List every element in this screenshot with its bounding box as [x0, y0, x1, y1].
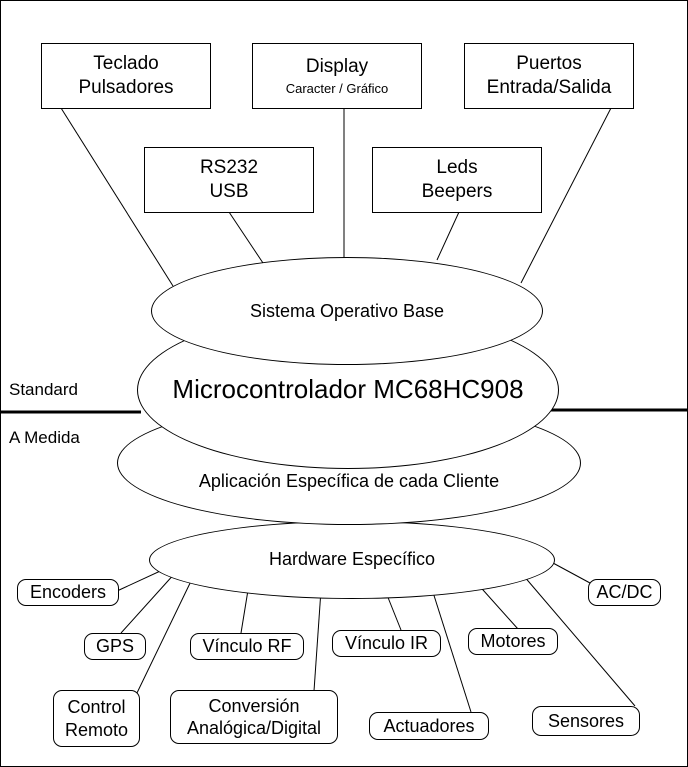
- leds-label-2: Beepers: [421, 181, 493, 202]
- hardware-especifico-label: Hardware Específico: [268, 548, 436, 569]
- teclado-label-2: Pulsadores: [78, 77, 174, 98]
- teclado-label-1: Teclado: [93, 53, 159, 75]
- rs232-label-1: RS232: [199, 157, 259, 179]
- control-remoto-label-2: Remoto: [64, 719, 129, 740]
- vinculo-ir-label: Vínculo IR: [344, 633, 429, 654]
- conversion-label-1: Conversión: [208, 695, 300, 716]
- hardware-especifico-ellipse: Hardware Específico: [149, 521, 555, 599]
- motores-label: Motores: [480, 631, 546, 652]
- puertos-label-2: Entrada/Salida: [486, 77, 612, 98]
- conversion-label-2: Analógica/Digital: [186, 718, 322, 738]
- motores-box: Motores: [468, 628, 558, 655]
- connector-teclado: [60, 107, 174, 287]
- leds-box: Leds Beepers: [372, 147, 542, 213]
- encoders-label: Encoders: [29, 582, 107, 603]
- standard-label: Standard: [9, 380, 78, 399]
- display-sublabel: Caracter / Gráfico: [285, 81, 389, 97]
- teclado-box: Teclado Pulsadores: [41, 43, 211, 109]
- connector-gps: [120, 571, 177, 634]
- vinculo-rf-label: Vínculo RF: [202, 636, 292, 657]
- gps-box: GPS: [84, 633, 146, 660]
- sistema-operativo-ellipse: Sistema Operativo Base: [151, 257, 543, 365]
- connector-conversion: [313, 589, 322, 692]
- conversion-box: Conversión Analógica/Digital: [170, 690, 338, 744]
- gps-label: GPS: [95, 636, 134, 657]
- rs232-label-2: USB: [209, 181, 249, 202]
- connector-control-remoto: [135, 576, 194, 696]
- vinculo-rf-box: Vínculo RF: [190, 633, 304, 660]
- connector-leds: [436, 211, 460, 261]
- puertos-label-1: Puertos: [516, 53, 582, 75]
- rs232-box: RS232 USB: [144, 147, 314, 213]
- connector-rs232: [228, 211, 264, 264]
- acdc-label: AC/DC: [596, 582, 653, 603]
- acdc-box: AC/DC: [588, 579, 661, 606]
- actuadores-box: Actuadores: [369, 712, 489, 740]
- sensores-box: Sensores: [532, 706, 640, 736]
- sensores-label: Sensores: [547, 710, 625, 731]
- control-remoto-label-1: Control: [67, 697, 126, 717]
- actuadores-label: Actuadores: [383, 715, 475, 736]
- display-label: Display: [305, 55, 369, 77]
- a-medida-label: A Medida: [9, 428, 80, 447]
- puertos-box: Puertos Entrada/Salida: [464, 43, 634, 109]
- leds-label-1: Leds: [436, 157, 478, 179]
- connector-acdc: [552, 562, 591, 584]
- connector-sensores: [522, 574, 636, 707]
- vinculo-ir-box: Vínculo IR: [332, 630, 441, 657]
- connector-puertos: [520, 107, 612, 284]
- control-remoto-box: Control Remoto: [53, 690, 140, 747]
- microcontrolador-label: Microcontrolador MC68HC908: [172, 373, 524, 404]
- connector-actuadores: [430, 585, 472, 713]
- aplicacion-label: Aplicación Específica de cada Cliente: [198, 470, 500, 491]
- encoders-box: Encoders: [17, 579, 119, 606]
- display-box: Display Caracter / Gráfico: [252, 43, 422, 109]
- sistema-operativo-label: Sistema Operativo Base: [249, 300, 445, 321]
